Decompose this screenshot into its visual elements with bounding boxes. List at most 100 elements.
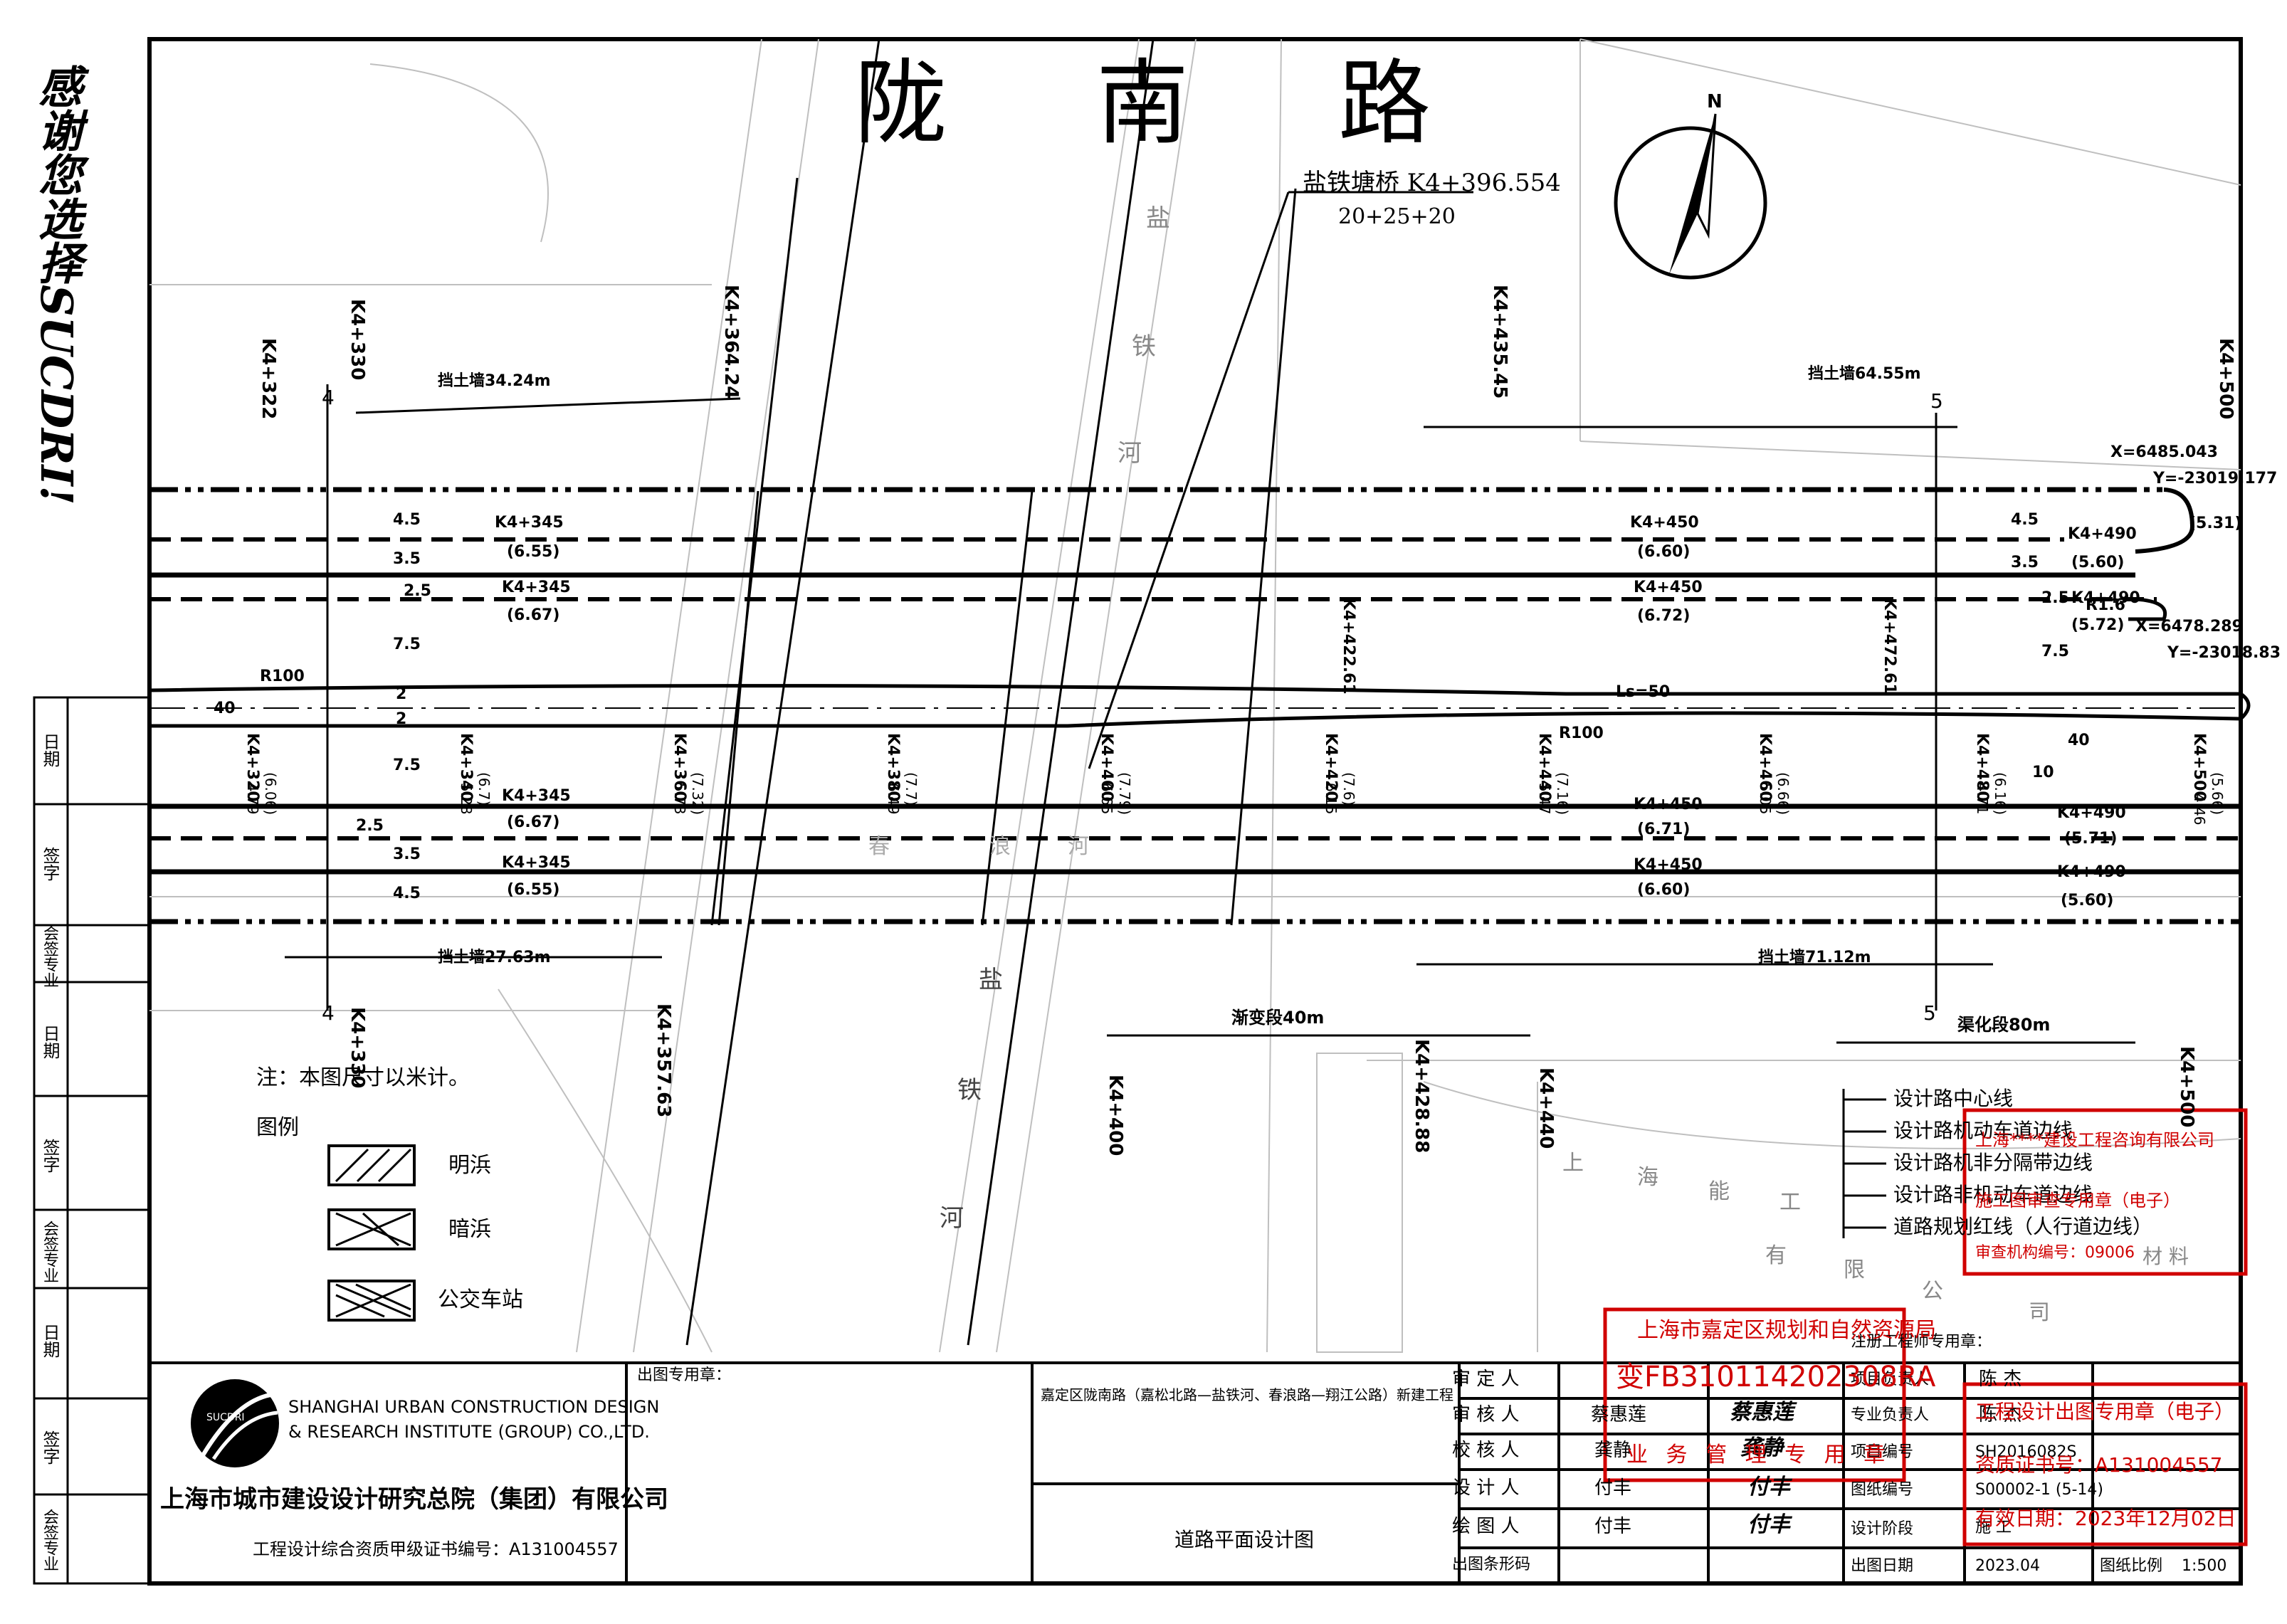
name-draw: 付丰 [1594,1516,1632,1537]
retaining-wall-top-right: 挡土墙64.55m [1808,365,1921,383]
company-name-cn: 上海市城市建设设计研究总院（集团）有限公司 [160,1485,668,1514]
line-legend-3: 设计路机非分隔带边线 [1893,1151,2093,1174]
company-label: 有 [1765,1243,1787,1268]
point-elev-6: (6.72) [1637,607,1691,625]
gradual-section: 渐变段40m [1231,1008,1325,1028]
company-cert: 工程设计综合资质甲级证书编号：A131004557 [253,1539,619,1559]
side-cell: 会签专业 [41,1509,58,1571]
legend-title: 图例 [256,1115,299,1140]
point-label-10: K4+490 [2071,589,2140,607]
role-barcode: 出图条形码 [1452,1556,1531,1573]
compass-n-label: N [1707,91,1723,112]
chainage-top-5: K4+500 [2215,338,2236,420]
channel-section: 渠化段80m [1957,1015,2051,1035]
mid-value-6: 6.15 [1323,783,1340,815]
role-design: 设 计 人 [1452,1477,1520,1499]
river-label: 盐 [1146,204,1170,233]
side-cell: 签字 [40,1430,60,1465]
mid-design-7: (7.16) [1554,772,1571,816]
legend-swatch-bus-stop [327,1280,416,1322]
review-stamp-title: 上海****建设工程咨询有限公司 [1975,1130,2214,1150]
field-label: 图纸编号 [1851,1481,1914,1499]
lane-width-r4: 7.5 [2041,643,2069,660]
company-name-en2: & RESEARCH INSTITUTE (GROUP) CO.,LTD. [288,1422,650,1442]
legend-label-bus-stop: 公交车站 [438,1287,523,1312]
lane-width-l3: 2.5 [404,582,431,600]
coord-x2: X=6478.289 [2135,618,2243,636]
mid-design-8: (6.66) [1775,772,1792,816]
signature-draw: 付丰 [1747,1512,1790,1537]
retaining-wall-bottom-right: 挡土墙71.12m [1758,949,1871,966]
legend-hatch-lines [335,1148,412,1318]
point-label-11: K4+490 [2057,804,2126,822]
mid-design-3: (7.32) [689,772,706,816]
mid-value-4: 6.49 [885,783,902,815]
lane-width-r5: 40 [2068,732,2090,749]
mid-value-1: 4.79 [244,783,261,815]
mid-value-8: 5.05 [1757,783,1774,815]
planning-stamp-no: 变FB310114202308RA [1616,1361,1936,1393]
red-stamps [1603,1108,2248,1546]
radius-1: R100 [260,668,305,685]
company-label: 司 [2029,1300,2050,1325]
section-marker-5-top: 5 [1930,389,1943,413]
field-label: 设计阶段 [1851,1520,1914,1538]
field-value-phase: 施 工 [1975,1519,2012,1536]
line-legend-2: 设计路机动车道边线 [1893,1119,2073,1142]
point-elev-4: (6.55) [507,881,560,899]
drawing-name: 道路平面设计图 [1174,1528,1315,1551]
ls-label: Ls=50 [1616,683,1671,701]
lane-width-r7: 40 [214,700,236,717]
material-label: 材 料 [2143,1245,2189,1268]
mid-design-10: (5.66) [2209,772,2226,816]
line-legend-leaders [1842,1089,1886,1238]
role-check: 校 核 人 [1452,1440,1520,1461]
company-name-en1: SHANGHAI URBAN CONSTRUCTION DESIGN [288,1397,660,1417]
river-label: 盐 [979,966,1003,994]
chainage-inner-1: K4+422.61 [1340,598,1357,695]
line-legend-1: 设计路中心线 [1893,1087,2014,1110]
side-cell: 签字 [40,847,60,881]
engineer-stamp-label: 注册工程师专用章： [1851,1333,1992,1351]
side-strip [33,696,151,1585]
coord-y1: Y=-23019.177 [2153,470,2278,487]
chainage-top-2: K4+330 [347,299,368,381]
field-label: 出图日期 [1851,1557,1914,1575]
river-label: 河 [940,1204,964,1233]
lane-width-r3: 2.5 [2041,589,2069,607]
lane-width-l7: 7.5 [393,756,421,774]
river-label: 铁 [1132,332,1156,361]
station-ticks [285,384,2135,1044]
field-value-project-no: SH2016082S [1975,1443,2077,1461]
point-label-7: K4+450 [1634,796,1703,813]
chainage-bottom-3: K4+400 [1105,1075,1126,1156]
section-marker-5-bottom: 5 [1923,1001,1936,1025]
mid-design-6: (7.6) [1340,772,1357,806]
field-value-pm: 陈 杰 [1979,1369,2022,1390]
chainage-mid-10: K4+500 [2190,733,2208,802]
company-logo-text: SUCDRI [206,1412,245,1423]
name-design: 付丰 [1594,1477,1632,1499]
road-title: 陇南路 [854,49,1581,157]
company-label: 限 [1844,1257,1865,1282]
bridge-span: 20+25+20 [1338,204,1456,229]
coord-x1: X=6485.043 [2110,443,2218,461]
field-value-lead: 陈 杰 [1979,1404,2022,1425]
side-cell: 日期 [40,1025,60,1059]
coord-elev: (5.31) [2189,515,2242,532]
lane-width-l5: 2 [396,685,407,703]
planning-stamp-sub: 业 务 管 理 专 用 章 [1626,1443,1891,1467]
river-label: 浪 [989,834,1011,859]
mid-design-1: (6.06) [262,772,279,816]
point-elev-3: (6.67) [507,813,560,831]
approval-stamp-date: 有效日期：2023年12月02日 [1975,1507,2236,1530]
bridge-name: 盐铁塘桥 K4+396.554 [1303,169,1561,197]
chainage-bottom-2: K4+357.63 [653,1003,674,1118]
side-cell: 日期 [40,1324,60,1358]
lane-width-l1: 4.5 [393,511,421,529]
point-label-2: K4+345 [502,579,571,596]
chainage-bottom-5: K4+440 [1535,1067,1557,1149]
field-value-date: 2023.04 [1975,1557,2040,1575]
role-approve: 审 定 人 [1452,1369,1520,1390]
